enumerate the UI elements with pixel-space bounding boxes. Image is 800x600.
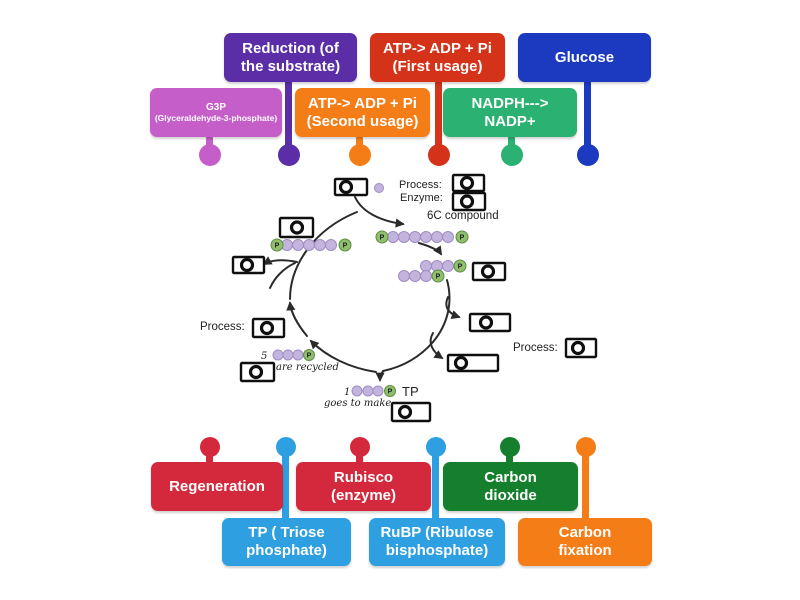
- label-text: Regeneration: [169, 477, 265, 495]
- pin-stem-tp: [282, 447, 289, 521]
- label-text: Reduction (of: [242, 39, 339, 57]
- label-fixation[interactable]: Carbon fixation: [518, 518, 652, 566]
- label-regeneration[interactable]: Regeneration: [151, 462, 283, 511]
- pin-glucose[interactable]: [577, 144, 599, 166]
- label-reduction[interactable]: Reduction (of the substrate): [224, 33, 357, 82]
- label-glucose[interactable]: Glucose: [518, 33, 651, 82]
- label-text: Rubisco: [333, 468, 394, 486]
- phosphate-label: P: [460, 235, 465, 242]
- label-tp[interactable]: TP ( Triose phosphate): [222, 518, 351, 566]
- label-g3p[interactable]: G3P (Glyceraldehyde-3-phosphate): [150, 88, 282, 137]
- label-text: ATP-> ADP + Pi: [383, 39, 492, 57]
- phosphate-label: P: [388, 389, 393, 396]
- cycle-arrows: [262, 196, 461, 382]
- label-text: NADP+: [484, 112, 536, 130]
- pin-rubisco[interactable]: [350, 437, 370, 457]
- rubp-chain: P P: [270, 238, 352, 252]
- label-text: (First usage): [392, 57, 483, 75]
- phosphate-label: P: [307, 353, 312, 360]
- carbon-bead: [374, 183, 384, 193]
- process-label-top: Process:: [399, 179, 442, 191]
- answer-slot[interactable]: [446, 353, 500, 373]
- label-text: the substrate): [240, 57, 341, 75]
- process-label-right: Process:: [513, 342, 558, 354]
- enzyme-label: Enzyme:: [400, 192, 443, 204]
- pin-reduction[interactable]: [278, 144, 300, 166]
- pin-nadph[interactable]: [501, 144, 523, 166]
- label-text: dioxide: [484, 486, 537, 504]
- tp-chain: P: [351, 385, 396, 397]
- answer-slot[interactable]: [471, 261, 507, 282]
- goes-to-make-note: goes to make: [324, 398, 391, 409]
- pin-stem-glucose: [584, 80, 591, 155]
- pin-stem-atp-first: [435, 80, 442, 155]
- phosphate-label: P: [458, 264, 463, 271]
- pin-g3p[interactable]: [199, 144, 221, 166]
- answer-slot[interactable]: [468, 312, 512, 333]
- label-text: RuBP (Ribulose: [380, 524, 494, 542]
- phosphate-label: P: [343, 243, 348, 250]
- label-atp-first[interactable]: ATP-> ADP + Pi (First usage): [370, 33, 505, 82]
- label-text: G3P: [205, 101, 226, 113]
- three-carbon-chain-lower: P: [398, 269, 445, 283]
- label-text: Carbon: [484, 468, 537, 486]
- answer-slot[interactable]: [278, 216, 315, 239]
- answer-slot[interactable]: [239, 361, 276, 383]
- answer-slot[interactable]: [251, 317, 286, 339]
- label-text: fixation: [558, 542, 612, 559]
- phosphate-label: P: [275, 243, 280, 250]
- molecule-chains: P P P P P: [270, 183, 469, 397]
- process-label-left: Process:: [200, 321, 245, 333]
- pin-tp[interactable]: [276, 437, 296, 457]
- label-text: Carbon: [558, 524, 612, 542]
- label-text: (enzyme): [330, 486, 397, 504]
- pin-fixation[interactable]: [576, 437, 596, 457]
- six-carbon-chain: P P: [375, 230, 469, 244]
- answer-slot[interactable]: [333, 177, 369, 197]
- label-text: Glucose: [554, 48, 615, 66]
- label-rubp[interactable]: RuBP (Ribulose bisphosphate): [369, 518, 505, 566]
- pin-stem-rubp: [432, 447, 439, 521]
- label-text: ATP-> ADP + Pi: [308, 94, 417, 112]
- tp-text-label: TP: [402, 384, 419, 399]
- pin-regeneration[interactable]: [200, 437, 220, 457]
- label-text: TP ( Triose: [248, 524, 325, 542]
- answer-slot[interactable]: [451, 173, 486, 193]
- label-text: bisphosphate): [385, 542, 489, 559]
- label-text: NADPH--->: [471, 94, 549, 112]
- answer-slot[interactable]: [390, 401, 432, 423]
- pin-stem-reduction: [285, 80, 292, 155]
- label-co2[interactable]: Carbon dioxide: [443, 462, 578, 511]
- pin-rubp[interactable]: [426, 437, 446, 457]
- calvin-cycle-diagram: P P P P P: [200, 173, 598, 423]
- phosphate-label: P: [436, 274, 441, 281]
- label-rubisco[interactable]: Rubisco (enzyme): [296, 462, 431, 511]
- pin-stem-fixation: [582, 447, 589, 521]
- answer-slot[interactable]: [564, 337, 598, 359]
- answer-slot[interactable]: [451, 191, 487, 212]
- pin-atp-first[interactable]: [428, 144, 450, 166]
- recycled-count: 5: [261, 351, 267, 362]
- label-nadph[interactable]: NADPH---> NADP+: [443, 88, 577, 137]
- recycled-chain: P: [272, 349, 315, 361]
- recycled-note: are recycled: [276, 362, 339, 373]
- answer-slot[interactable]: [231, 255, 266, 275]
- pin-co2[interactable]: [500, 437, 520, 457]
- phosphate-label: P: [380, 235, 385, 242]
- tp-count: 1: [344, 387, 350, 398]
- six-c-compound-label: 6C compound: [427, 210, 499, 222]
- label-text: phosphate): [246, 542, 327, 559]
- label-text: (Second usage): [306, 112, 419, 130]
- label-atp-second[interactable]: ATP-> ADP + Pi (Second usage): [295, 88, 430, 137]
- label-text: (Glyceraldehyde-3-phosphate): [154, 113, 278, 124]
- pin-atp-second[interactable]: [349, 144, 371, 166]
